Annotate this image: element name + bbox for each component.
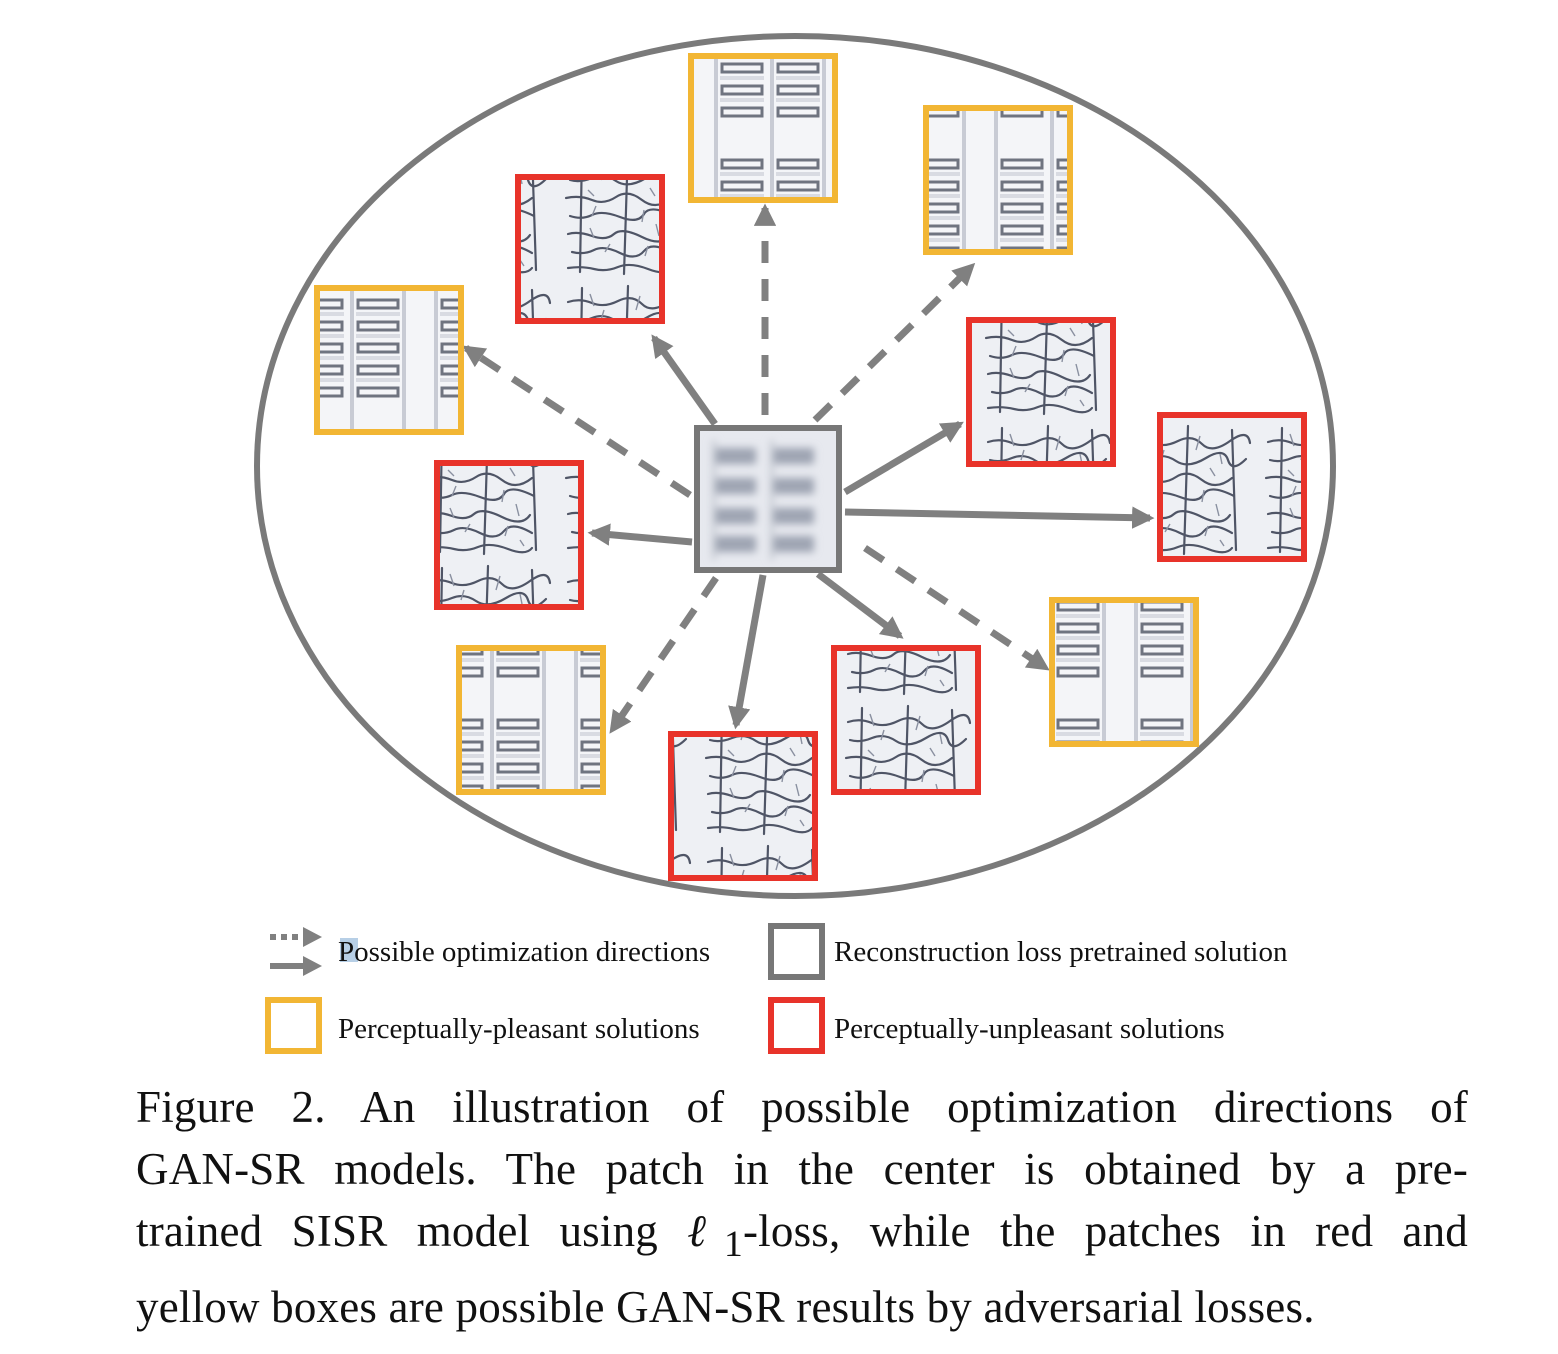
legend-directions-label: Possible optimization directions [338, 936, 710, 968]
arrow-solid-right [844, 506, 1155, 529]
optimization-arrows [462, 203, 1155, 734]
patch-unpleasant-bottom [668, 731, 818, 881]
arrow-solid-left [587, 523, 693, 546]
patch-pretrained-center [694, 425, 842, 573]
legend-pleasant-label: Perceptually-pleasant solutions [338, 1013, 700, 1045]
unpleasant-patches [434, 174, 1307, 881]
arrow-solid-bottom [728, 574, 767, 730]
patch-pleasant-right [1049, 597, 1199, 747]
pleasant-patches [314, 53, 1199, 795]
patch-pleasant-bottom-left [456, 645, 606, 795]
legend-unpleasant-label: Perceptually-unpleasant solutions [834, 1013, 1225, 1045]
arrow-dashed-top-right [812, 262, 976, 423]
caption-line-4: yellow boxes are possible GAN-SR results… [136, 1282, 1315, 1332]
solution-space-diagram: Possible optimization directions Reconst… [254, 33, 1336, 1054]
patch-unpleasant-bottom-right [831, 645, 981, 795]
caption-line-1: Figure 2. An illustration of possible op… [136, 1082, 1468, 1132]
arrow-dashed-left [462, 345, 692, 498]
legend-pretrained-label: Reconstruction loss pretrained solution [834, 936, 1288, 968]
ell-symbol: ℓ [687, 1206, 725, 1256]
legend-arrows-icon [270, 927, 322, 976]
legend-pleasant-swatch [265, 997, 322, 1054]
legend-unpleasant-swatch [768, 997, 825, 1054]
patch-pleasant-left [314, 285, 464, 435]
caption-line-3: trained SISR model using ℓ1-loss, while … [136, 1200, 1468, 1276]
legend-cursor-mark [340, 938, 358, 962]
ell-subscript: 1 [724, 1224, 743, 1265]
patch-unpleasant-right [1157, 412, 1307, 562]
arrow-solid-upper-right [843, 420, 964, 496]
caption-line-3-start: trained SISR model using [136, 1206, 688, 1256]
solution-space-ellipse [254, 33, 1336, 899]
figure-caption: Figure 2. An illustration of possible op… [136, 1076, 1468, 1338]
patch-unpleasant-upper-left [515, 174, 665, 324]
patch-unpleasant-upper-right [966, 317, 1116, 467]
patch-pleasant-top [688, 53, 838, 203]
patch-pleasant-top-right [923, 105, 1073, 255]
caption-line-2: GAN-SR models. The patch in the center i… [136, 1144, 1468, 1194]
caption-line-3-end: -loss, while the patches in red and [742, 1206, 1468, 1256]
legend-pretrained-swatch [768, 923, 825, 980]
patch-unpleasant-left [434, 460, 584, 610]
arrow-solid-upper-left [651, 334, 718, 427]
arrow-dashed-bottom-left [609, 576, 719, 734]
arrow-solid-bottom-right [815, 571, 904, 639]
legend: Possible optimization directions Reconst… [265, 923, 1288, 1054]
